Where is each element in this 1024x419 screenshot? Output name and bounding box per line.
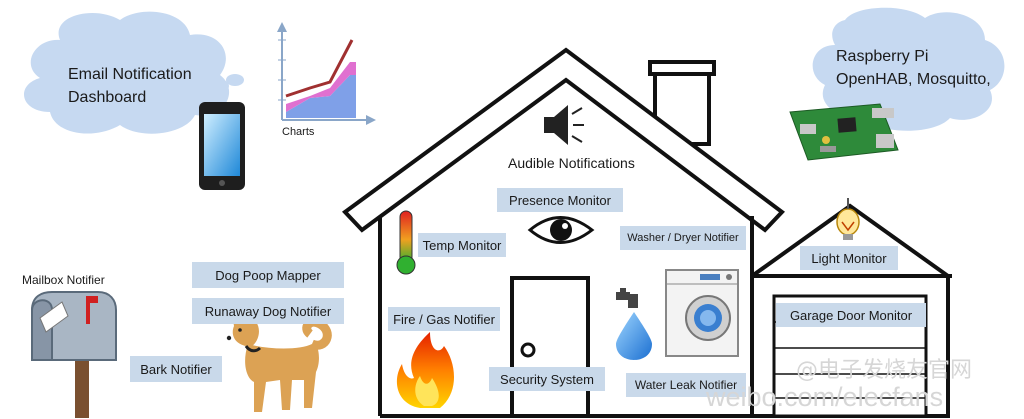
- smartphone-icon: [199, 102, 245, 190]
- water-leak-notifier-label: Water Leak Notifier: [626, 373, 746, 397]
- watermark-url: weibo.com/elecfans: [706, 382, 944, 412]
- raspberry-pi-board-icon: [789, 103, 899, 161]
- audible-notifications-label: Audible Notifications: [508, 155, 635, 171]
- watermark-handle: @电子发烧友官网: [796, 358, 973, 383]
- left-cloud: [23, 11, 244, 134]
- left-cloud-subtitle: Dashboard: [68, 89, 147, 106]
- garage-door-monitor-label: Garage Door Monitor: [776, 303, 926, 327]
- fire-gas-notifier-label: Fire / Gas Notifier: [388, 307, 500, 331]
- runaway-dog-notifier-label: Runaway Dog Notifier: [192, 298, 344, 324]
- front-door: [510, 276, 590, 418]
- dog-icon: [226, 308, 332, 412]
- water-drop-icon: [616, 312, 652, 360]
- dog-poop-mapper-label: Dog Poop Mapper: [192, 262, 344, 288]
- presence-monitor-label: Presence Monitor: [497, 188, 623, 212]
- mailbox-notifier-label: Mailbox Notifier: [22, 273, 105, 287]
- left-cloud-title: Email Notification: [68, 66, 192, 83]
- light-bulb-icon: [836, 198, 860, 240]
- washer-dryer-notifier-label: Washer / Dryer Notifier: [620, 226, 746, 250]
- thermometer-icon: [396, 210, 416, 275]
- security-system-label: Security System: [489, 367, 605, 391]
- right-cloud-subtitle: OpenHAB, Mosquitto,: [836, 71, 991, 88]
- eye-icon: [527, 216, 595, 244]
- mailbox-icon: [31, 291, 117, 418]
- fire-icon: [396, 332, 454, 408]
- charts-icon: [277, 22, 376, 125]
- faucet-icon: [616, 288, 638, 308]
- right-cloud-title: Raspberry Pi: [836, 48, 929, 65]
- temp-monitor-label: Temp Monitor: [418, 233, 506, 257]
- light-monitor-label: Light Monitor: [800, 246, 898, 270]
- charts-label: Charts: [282, 126, 315, 138]
- washing-machine-icon: [665, 269, 739, 357]
- speaker-icon: [544, 105, 584, 145]
- right-cloud: [812, 7, 1005, 131]
- bark-notifier-label: Bark Notifier: [130, 356, 222, 382]
